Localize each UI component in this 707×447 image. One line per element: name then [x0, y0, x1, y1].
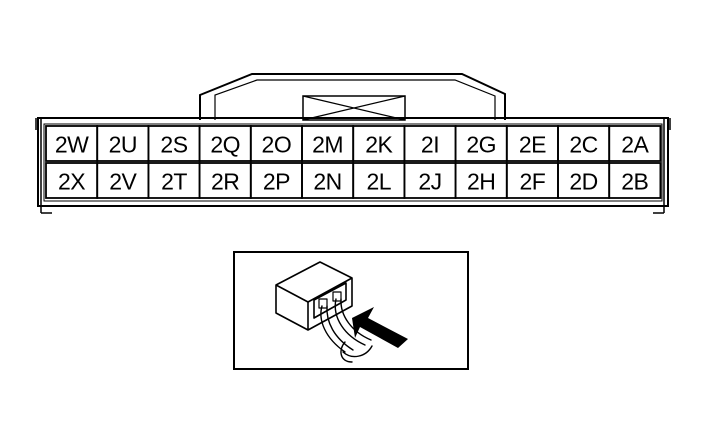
pin-label-2l: 2L — [367, 169, 392, 195]
pin-label-2j: 2J — [418, 169, 441, 195]
pin-label-2g: 2G — [466, 132, 496, 158]
pin-label-2a: 2A — [621, 132, 649, 158]
pin-label-2u: 2U — [109, 132, 137, 158]
pin-label-2r: 2R — [211, 169, 239, 195]
pin-label-2m: 2M — [312, 132, 343, 158]
connector-housing-icon — [275, 261, 353, 331]
pin-label-2d: 2D — [569, 169, 597, 195]
pin-cell — [608, 125, 662, 162]
pin-label-2h: 2H — [467, 169, 495, 195]
pin-label-2v: 2V — [109, 169, 137, 195]
pin-grid: 2W 2U 2S 2Q 2O 2M 2K 2I 2G 2E 2C 2A 2X 2V 2T 2R 2P 2N 2L 2J… — [45, 125, 662, 199]
pin-label-2t: 2T — [161, 169, 187, 195]
pin-label-2c: 2C — [569, 132, 597, 158]
arrow-icon — [352, 307, 408, 348]
connector-lock-hump — [199, 73, 506, 121]
pin-label-2q: 2Q — [210, 132, 240, 158]
pin-label-2k: 2K — [365, 132, 393, 158]
probe-wires — [320, 298, 373, 363]
pin-label-2i: 2I — [421, 132, 439, 158]
pin-label-2o: 2O — [262, 132, 292, 158]
pin-label-2x: 2X — [58, 169, 85, 195]
pin-label-2e: 2E — [519, 132, 546, 158]
pin-label-2b: 2B — [621, 169, 648, 195]
probe-inset — [233, 251, 469, 370]
pin-label-2w: 2W — [55, 132, 89, 158]
inset-frame — [233, 251, 469, 370]
connector-housing — [35, 117, 671, 214]
pin-label-2n: 2N — [313, 169, 341, 195]
pin-label-2p: 2P — [263, 169, 290, 195]
pin-label-2s: 2S — [160, 132, 187, 158]
pin-label-2f: 2F — [519, 169, 545, 195]
pin-cell — [608, 162, 662, 199]
